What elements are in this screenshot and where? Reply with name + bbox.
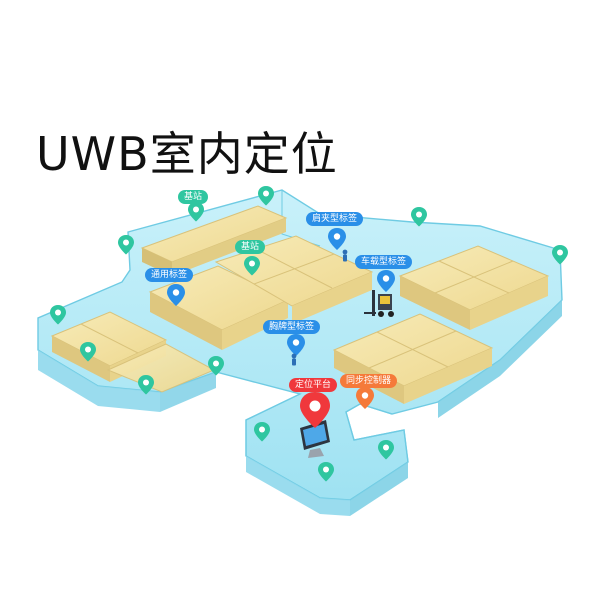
monitor-icon [300, 420, 330, 458]
positioning-platform-label: 定位平台 [289, 378, 338, 392]
base-station-pin-icon [80, 342, 96, 362]
base-station-label: 基站 [235, 240, 266, 254]
shoulder-tag-label: 肩夹型标签 [306, 212, 364, 226]
page-title: UWB室内定位 [36, 127, 338, 181]
base-station-pin-icon [138, 375, 154, 395]
forklift-icon [364, 290, 394, 317]
base-station-label: 基站 [178, 190, 209, 204]
person-icons [291, 249, 348, 366]
storage-crates [50, 205, 550, 404]
vehicle-tag-label: 车载型标签 [355, 255, 413, 269]
badge-tag-label: 胸牌型标签 [263, 320, 321, 334]
base-station-pin-icon [552, 245, 568, 265]
base-station-pins [50, 186, 568, 482]
badge-tag-pin-icon [287, 334, 305, 356]
sync-controller-pin-icon [356, 387, 374, 409]
base-station-pin-icon [254, 422, 270, 442]
base-station-pin-icon [378, 440, 394, 460]
shoulder-tag-pin-icon [328, 228, 346, 250]
base-station-pin-icon [188, 202, 204, 222]
general-tag-pin-icon [167, 284, 185, 306]
platform-pin-icon [300, 392, 330, 428]
base-station-pin-icon [258, 186, 274, 206]
base-station-pin-icon [118, 235, 134, 255]
sync-controller-label: 同步控制器 [340, 374, 398, 388]
person-icon [342, 249, 348, 262]
tag-pins [167, 228, 395, 356]
base-station-pin-icon [411, 207, 427, 227]
general-tag-label: 通用标签 [145, 268, 194, 282]
person-icon [291, 353, 297, 366]
base-station-pin-icon [318, 462, 334, 482]
base-station-pin-icon [244, 256, 260, 276]
vehicle-tag-pin-icon [377, 270, 395, 292]
base-station-pin-icon [208, 356, 224, 376]
base-station-pin-icon [50, 305, 66, 325]
